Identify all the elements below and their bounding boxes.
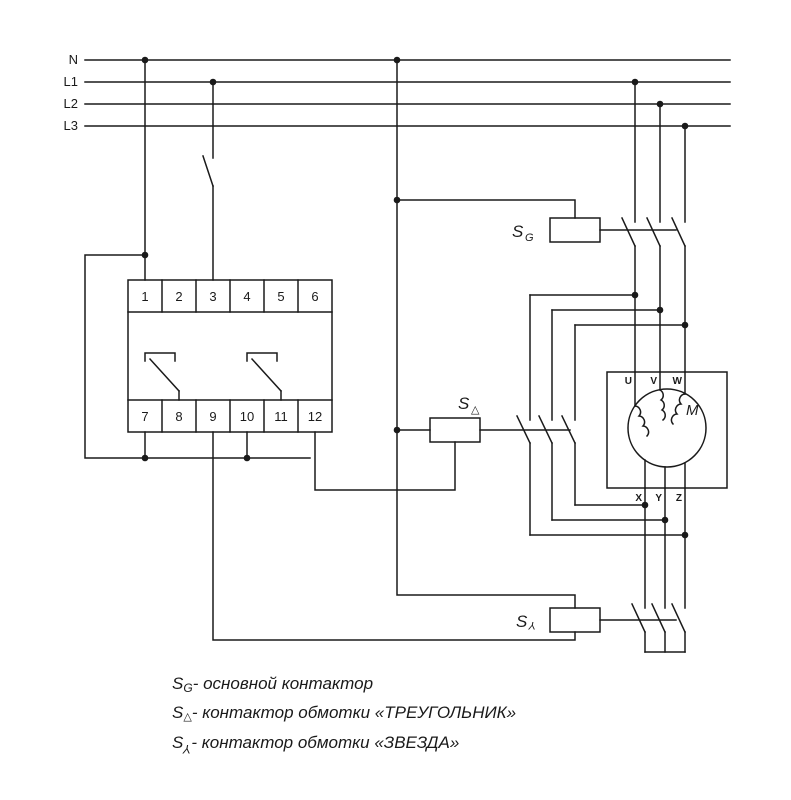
star-contactor-label: S <box>516 612 528 631</box>
motor-terminal-u: U <box>625 376 632 387</box>
terminal-7: 7 <box>141 409 148 424</box>
coil-supply-rail <box>396 59 576 609</box>
main-coil-feed <box>396 199 576 219</box>
delta-contactor-label: S <box>458 394 470 413</box>
neutral-loop-wire <box>84 254 311 459</box>
star-contact-blade-3 <box>671 603 686 633</box>
motor-terminal-z: Z <box>676 493 682 504</box>
motor-terminal-w: W <box>673 376 683 387</box>
rail-label-n: N <box>69 52 78 67</box>
relay-contact-1 <box>144 352 181 401</box>
terminal-12: 12 <box>308 409 322 424</box>
legend-item-delta: S△- контактор обмотки «ТРЕУГОЛЬНИК» <box>172 699 516 729</box>
motor-terminal-v: V <box>650 376 657 387</box>
main-contact-blade-2 <box>646 217 661 247</box>
delta-contactor-coil <box>429 417 481 443</box>
delta-coil-return-wire <box>314 431 456 491</box>
rail-label-l3: L3 <box>64 118 78 133</box>
main-contactor-label-sub: G <box>525 232 534 244</box>
terminal-6: 6 <box>311 289 318 304</box>
motor-terminal-y: Y <box>655 493 662 504</box>
motor-label: M <box>686 402 699 419</box>
switch-blade <box>202 155 214 187</box>
legend-text-main: - основной контактор <box>192 674 374 693</box>
terminal-5: 5 <box>277 289 284 304</box>
star-contactor-label-sub: Y <box>528 619 536 631</box>
delta-contact-blade-1 <box>515 414 532 445</box>
junction-dots <box>141 56 689 539</box>
star-contactor: S Y <box>516 487 686 653</box>
star-coil-return-wire <box>212 431 576 641</box>
power-rails: N L1 L2 L3 <box>64 52 731 133</box>
main-contact-blade-1 <box>621 217 636 247</box>
delta-contact-blade-2 <box>537 414 554 445</box>
legend-text-star: - контактор обмотки «ЗВЕЗДА» <box>191 733 460 752</box>
legend-symbol-main: SG <box>172 674 193 695</box>
motor-winding-3 <box>670 393 686 426</box>
legend-text-delta: - контактор обмотки «ТРЕУГОЛЬНИК» <box>191 703 517 722</box>
terminal-3: 3 <box>209 289 216 304</box>
rail-label-l1: L1 <box>64 74 78 89</box>
manual-switch <box>202 81 214 281</box>
delta-contactor: S △ <box>429 294 686 536</box>
relay-block: 1 2 3 4 5 6 7 8 9 10 11 12 <box>127 279 333 433</box>
main-contactor-coil <box>549 217 601 243</box>
delta-contactor-label-sub: △ <box>471 404 480 416</box>
rail-label-l2: L2 <box>64 96 78 111</box>
terminal-8: 8 <box>175 409 182 424</box>
terminal-1: 1 <box>141 289 148 304</box>
terminal-4: 4 <box>243 289 250 304</box>
relay-contact-2 <box>246 352 283 401</box>
legend-item-star: SY- контактор обмотки «ЗВЕЗДА» <box>172 729 516 759</box>
relay-wiring <box>84 254 576 641</box>
legend-symbol-delta: S△ <box>172 703 192 723</box>
star-contactor-coil <box>549 607 601 633</box>
legend-symbol-star: SY <box>172 733 192 756</box>
main-contact-blade-3 <box>671 217 686 247</box>
motor-winding-2 <box>658 388 666 422</box>
motor-winding-1 <box>634 405 650 438</box>
motor-terminal-x: X <box>635 493 642 504</box>
terminal-10: 10 <box>240 409 254 424</box>
delta-contact-blade-3 <box>560 414 577 445</box>
motor-box <box>606 371 728 489</box>
main-contactor-label: S <box>512 222 524 241</box>
motor: M U V W X Y Z <box>606 371 728 504</box>
terminal-11: 11 <box>274 409 288 424</box>
star-contact-blade-2 <box>651 603 666 633</box>
motor-circle <box>627 388 707 468</box>
legend-item-main: SG- основной контактор <box>172 670 516 699</box>
terminal-9: 9 <box>209 409 216 424</box>
star-contact-blade-1 <box>631 603 646 633</box>
terminal-2: 2 <box>175 289 182 304</box>
legend: SG- основной контактор S△- контактор обм… <box>172 670 516 759</box>
